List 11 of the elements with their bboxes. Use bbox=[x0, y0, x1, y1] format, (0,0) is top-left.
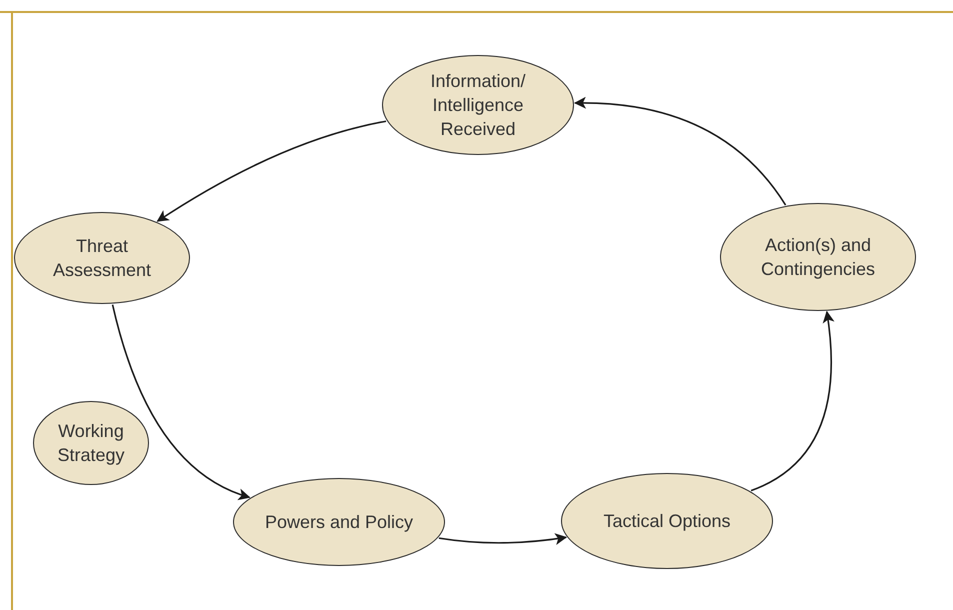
node-label: Information/ Intelligence Received bbox=[429, 70, 527, 142]
arrow bbox=[750, 310, 834, 492]
arrow bbox=[112, 304, 250, 500]
arrow bbox=[156, 120, 386, 222]
arrow bbox=[574, 97, 786, 206]
node-label: Action(s) and Contingencies bbox=[760, 234, 876, 281]
arrow bbox=[438, 533, 568, 545]
node-label: Powers and Policy bbox=[264, 510, 414, 534]
node-label: Tactical Options bbox=[602, 510, 732, 533]
node-label: Threat Assessment bbox=[52, 234, 152, 282]
node-label: Working Strategy bbox=[56, 420, 126, 467]
